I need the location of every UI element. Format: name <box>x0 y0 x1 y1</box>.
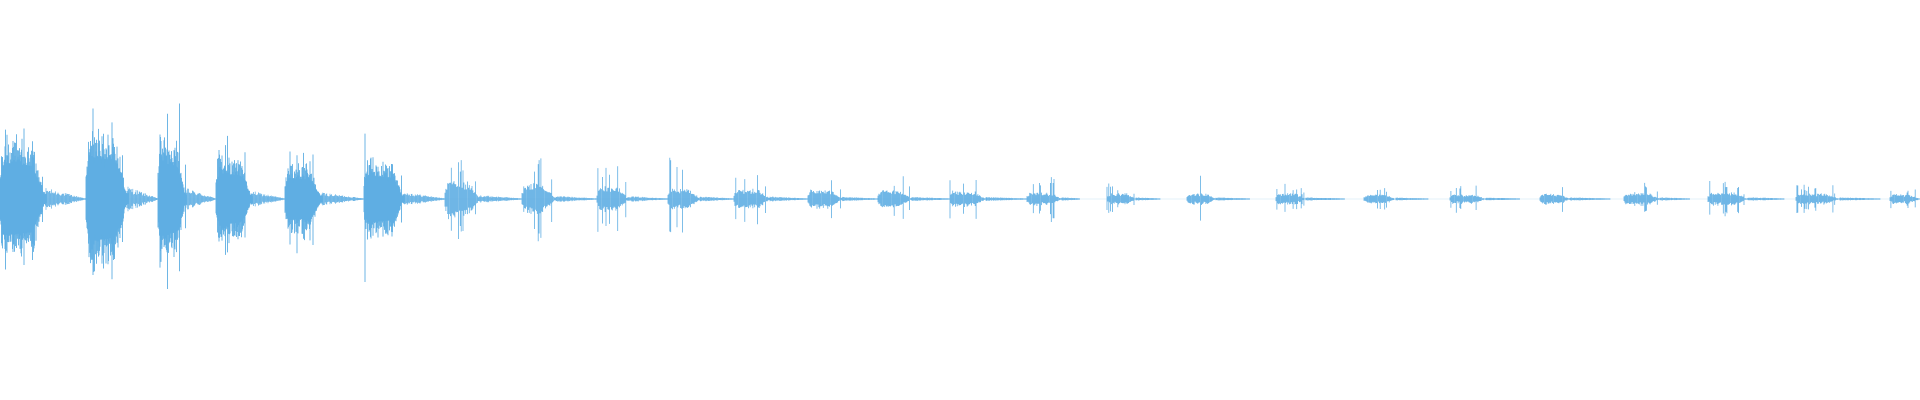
waveform-burst <box>1106 183 1137 213</box>
waveform-burst <box>1707 180 1748 217</box>
waveform-tail <box>911 197 950 201</box>
waveform-tail <box>841 196 879 202</box>
waveform-burst <box>215 135 253 255</box>
waveform-burst <box>807 180 842 219</box>
waveform-burst <box>1623 182 1660 212</box>
waveform-burst <box>1449 185 1486 213</box>
waveform-tail <box>1061 197 1080 201</box>
waveform-burst <box>521 158 556 242</box>
waveform-burst <box>1275 183 1307 212</box>
waveform-burst <box>667 157 700 233</box>
waveform-burst <box>596 166 628 232</box>
waveform-burst <box>1889 189 1920 209</box>
waveform-tail <box>1485 197 1520 201</box>
waveform-burst <box>1539 187 1571 212</box>
waveform-tail <box>1395 197 1429 201</box>
waveform-burst <box>157 103 187 289</box>
waveform-tail <box>479 195 522 203</box>
waveform-burst <box>1363 188 1396 210</box>
waveform-burst <box>1186 175 1217 221</box>
waveform-tail <box>699 196 734 202</box>
waveform-tail <box>321 192 364 206</box>
waveform-tail <box>555 196 598 202</box>
waveform-burst <box>85 108 129 280</box>
waveform-tail <box>1659 197 1690 201</box>
waveform-burst <box>949 180 987 219</box>
waveform-burst <box>363 133 405 283</box>
waveform-burst <box>877 176 912 219</box>
waveform-burst <box>0 128 47 270</box>
waveform-burst <box>1795 184 1840 213</box>
waveform-burst <box>284 151 323 254</box>
waveform-tail <box>1839 197 1881 201</box>
waveform-burst <box>1026 177 1062 223</box>
waveform-burst <box>733 175 771 225</box>
waveform-tail <box>1305 197 1345 201</box>
waveform-tail <box>1215 197 1250 201</box>
waveform-burst <box>444 160 480 240</box>
